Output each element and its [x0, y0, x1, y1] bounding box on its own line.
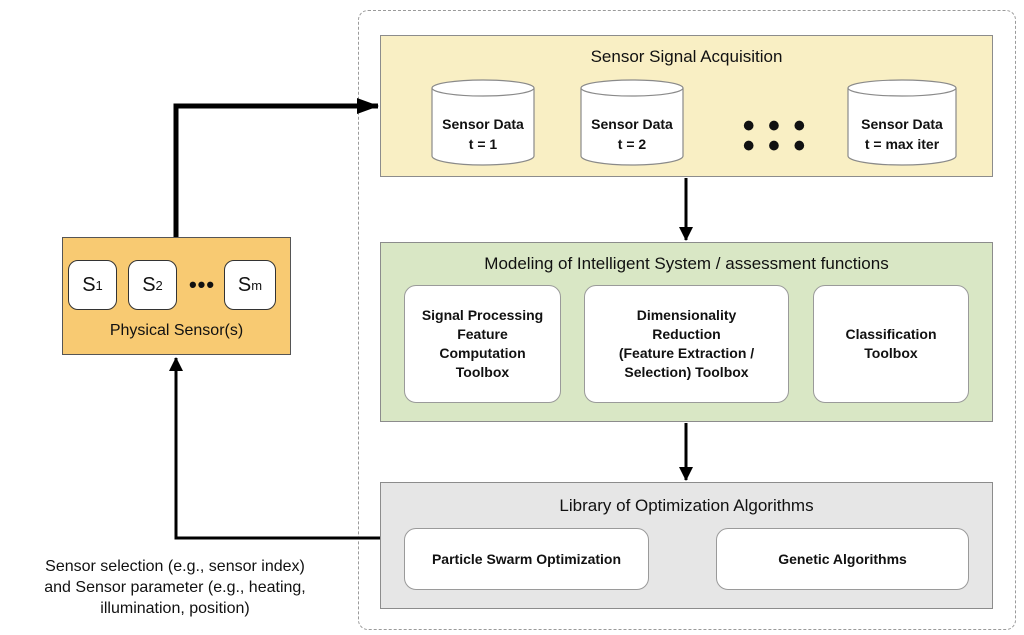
- cylinder-ellipsis: • • • • • •: [742, 107, 808, 165]
- feedback-caption: Sensor selection (e.g., sensor index) an…: [10, 556, 340, 619]
- caption-line: and Sensor parameter (e.g., heating,: [44, 579, 306, 596]
- system-boundary: [358, 10, 1016, 630]
- sensor-to-acquisition-arrow: [173, 98, 379, 238]
- modeling-title: Modeling of Intelligent System / assessm…: [484, 254, 889, 273]
- genetic-algorithms-box: Genetic Algorithms: [716, 528, 969, 590]
- cylinder-shape: [431, 79, 535, 166]
- library-title: Library of Optimization Algorithms: [559, 496, 814, 515]
- classification-toolbox: Classification Toolbox: [813, 285, 969, 403]
- signal-processing-toolbox: Signal Processing Feature Computation To…: [404, 285, 561, 403]
- physical-sensor-label: Physical Sensor(s): [109, 322, 244, 339]
- caption-line: Sensor selection (e.g., sensor index): [45, 558, 305, 575]
- particle-swarm-optimization-box: Particle Swarm Optimization: [404, 528, 649, 590]
- feedback-arrow: [169, 357, 380, 540]
- dimensionality-reduction-toolbox: Dimensionality Reduction (Feature Extrac…: [584, 285, 789, 403]
- cylinder-shape: [580, 79, 684, 166]
- sensor-ellipsis: •••: [188, 272, 216, 297]
- acquisition-title: Sensor Signal Acquisition: [590, 47, 783, 66]
- caption-line: illumination, position): [100, 600, 250, 617]
- cylinder-shape: [847, 79, 957, 166]
